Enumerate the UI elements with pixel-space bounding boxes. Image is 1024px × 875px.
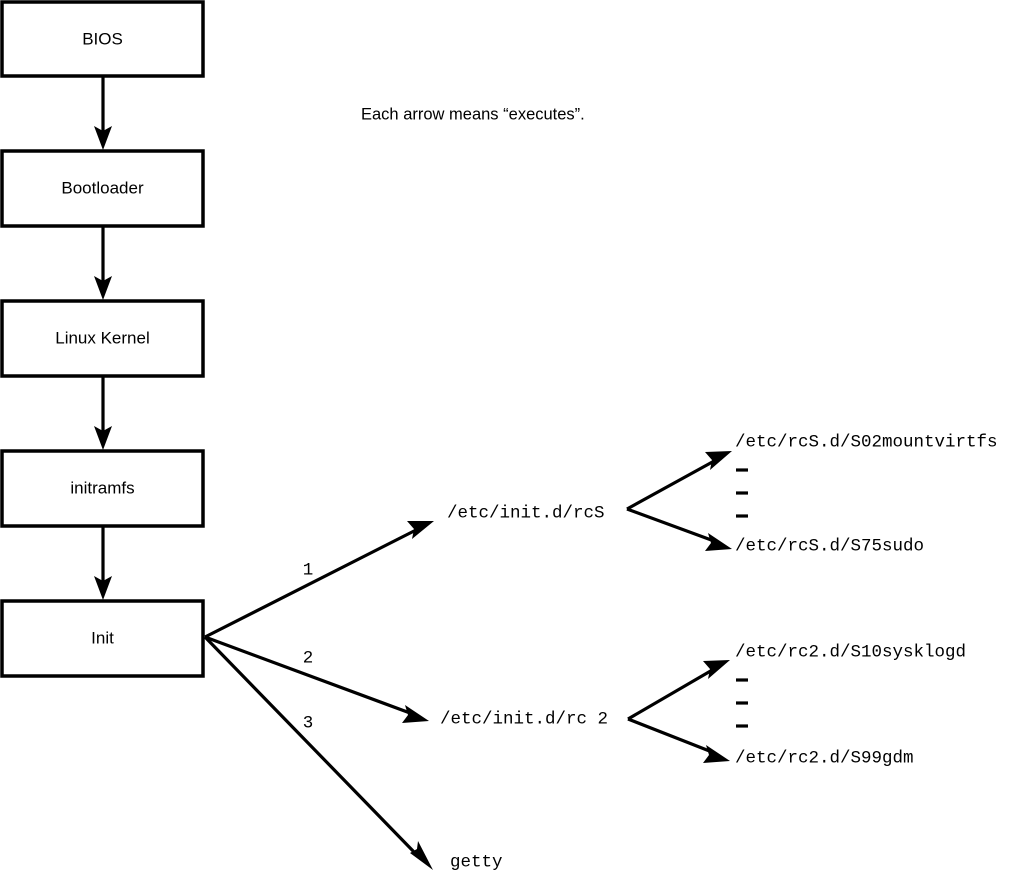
label-rc2-last-script: /etc/rc2.d/S99gdm (735, 749, 914, 769)
box-bios[interactable]: BIOS (0, 0, 205, 78)
arrow-initramfs-to-init (94, 526, 112, 600)
arrow-init-branch-3 (203, 635, 433, 870)
arrow-bootloader-to-kernel (94, 226, 112, 300)
arrow-bios-to-bootloader (94, 76, 112, 150)
arrow-rc2-to-last-script (627, 717, 730, 763)
label-rc2-first-script: /etc/rc2.d/S10sysklogd (735, 643, 966, 663)
box-bootloader-rect (0, 149, 205, 228)
arrow-init-branch-2 (204, 635, 429, 723)
box-linux-kernel[interactable]: Linux Kernel (0, 299, 205, 378)
branch-2-number: 2 (303, 649, 314, 669)
box-init-label: Init (91, 628, 114, 647)
box-initramfs-rect (0, 449, 205, 528)
label-getty: getty (450, 853, 503, 873)
box-initramfs[interactable]: initramfs (0, 449, 205, 528)
box-linux-kernel-label: Linux Kernel (55, 328, 150, 347)
arrow-rcs-to-first-script (626, 451, 732, 511)
box-init-rect (0, 599, 205, 678)
arrow-rc2-to-first-script (627, 660, 730, 721)
arrow-init-branch-1 (204, 521, 434, 639)
arrow-rcs-to-last-script (626, 507, 732, 551)
label-rcs-last-script: /etc/rcS.d/S75sudo (735, 537, 924, 557)
branch-1-number: 1 (303, 561, 314, 581)
box-bios-label: BIOS (82, 29, 123, 48)
box-init[interactable]: Init (0, 599, 205, 678)
box-bios-rect (0, 0, 205, 78)
box-bootloader[interactable]: Bootloader (0, 149, 205, 228)
label-rcs-first-script: /etc/rcS.d/S02mountvirtfs (735, 433, 998, 453)
box-bootloader-label: Bootloader (61, 178, 144, 197)
diagram-note: Each arrow means “executes”. (361, 105, 585, 123)
branch-3-number: 3 (303, 714, 314, 734)
label-init-d-rcs: /etc/init.d/rcS (447, 504, 605, 524)
label-init-d-rc2: /etc/init.d/rc 2 (440, 710, 608, 730)
rcs-ellipsis (736, 468, 748, 518)
rc2-ellipsis (736, 678, 748, 728)
box-initramfs-label: initramfs (70, 478, 134, 497)
arrow-kernel-to-initramfs (94, 376, 112, 450)
